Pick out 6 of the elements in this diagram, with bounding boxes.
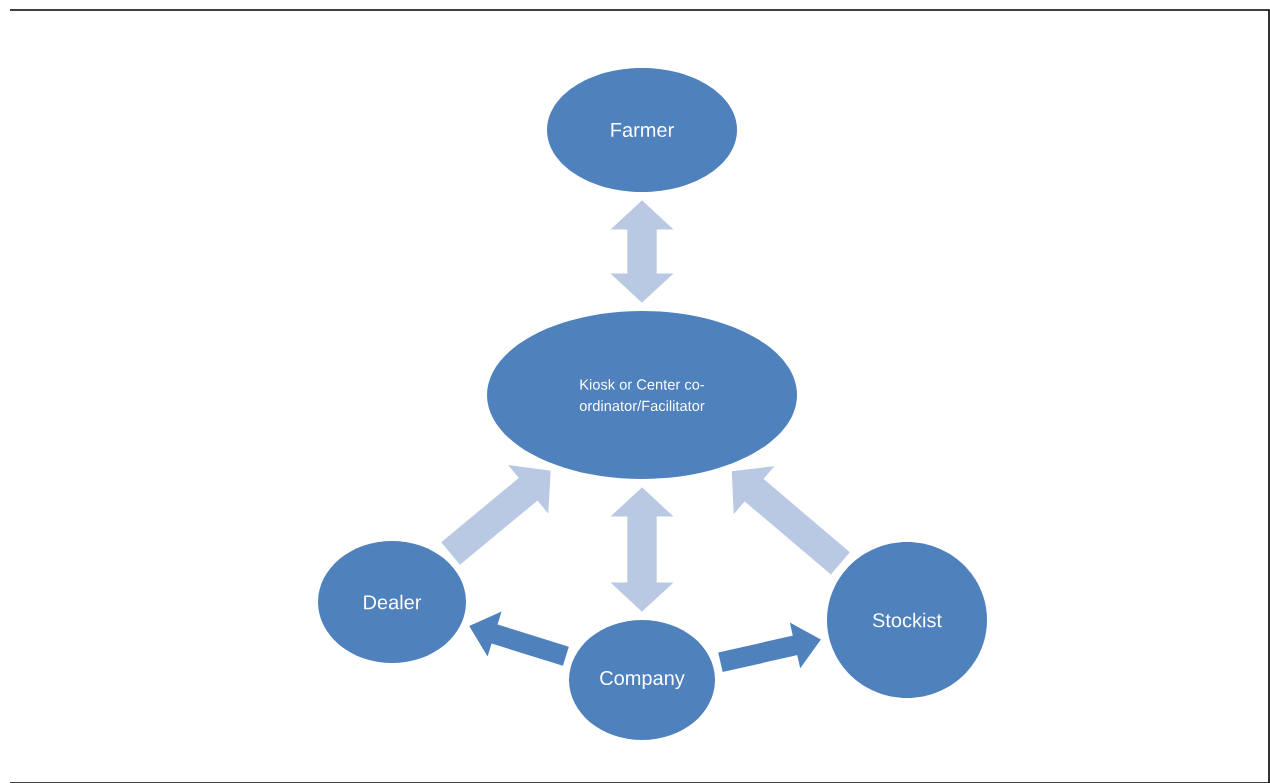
ellipse-node: Kiosk or Center co-ordinator/Facilitator [487, 311, 797, 479]
block-arrow [441, 465, 551, 565]
ellipse-node: Farmer [547, 68, 737, 192]
ellipse-node: Company [569, 620, 715, 740]
ellipse-node: Stockist [827, 542, 987, 698]
ellipse-node: Dealer [318, 541, 466, 663]
